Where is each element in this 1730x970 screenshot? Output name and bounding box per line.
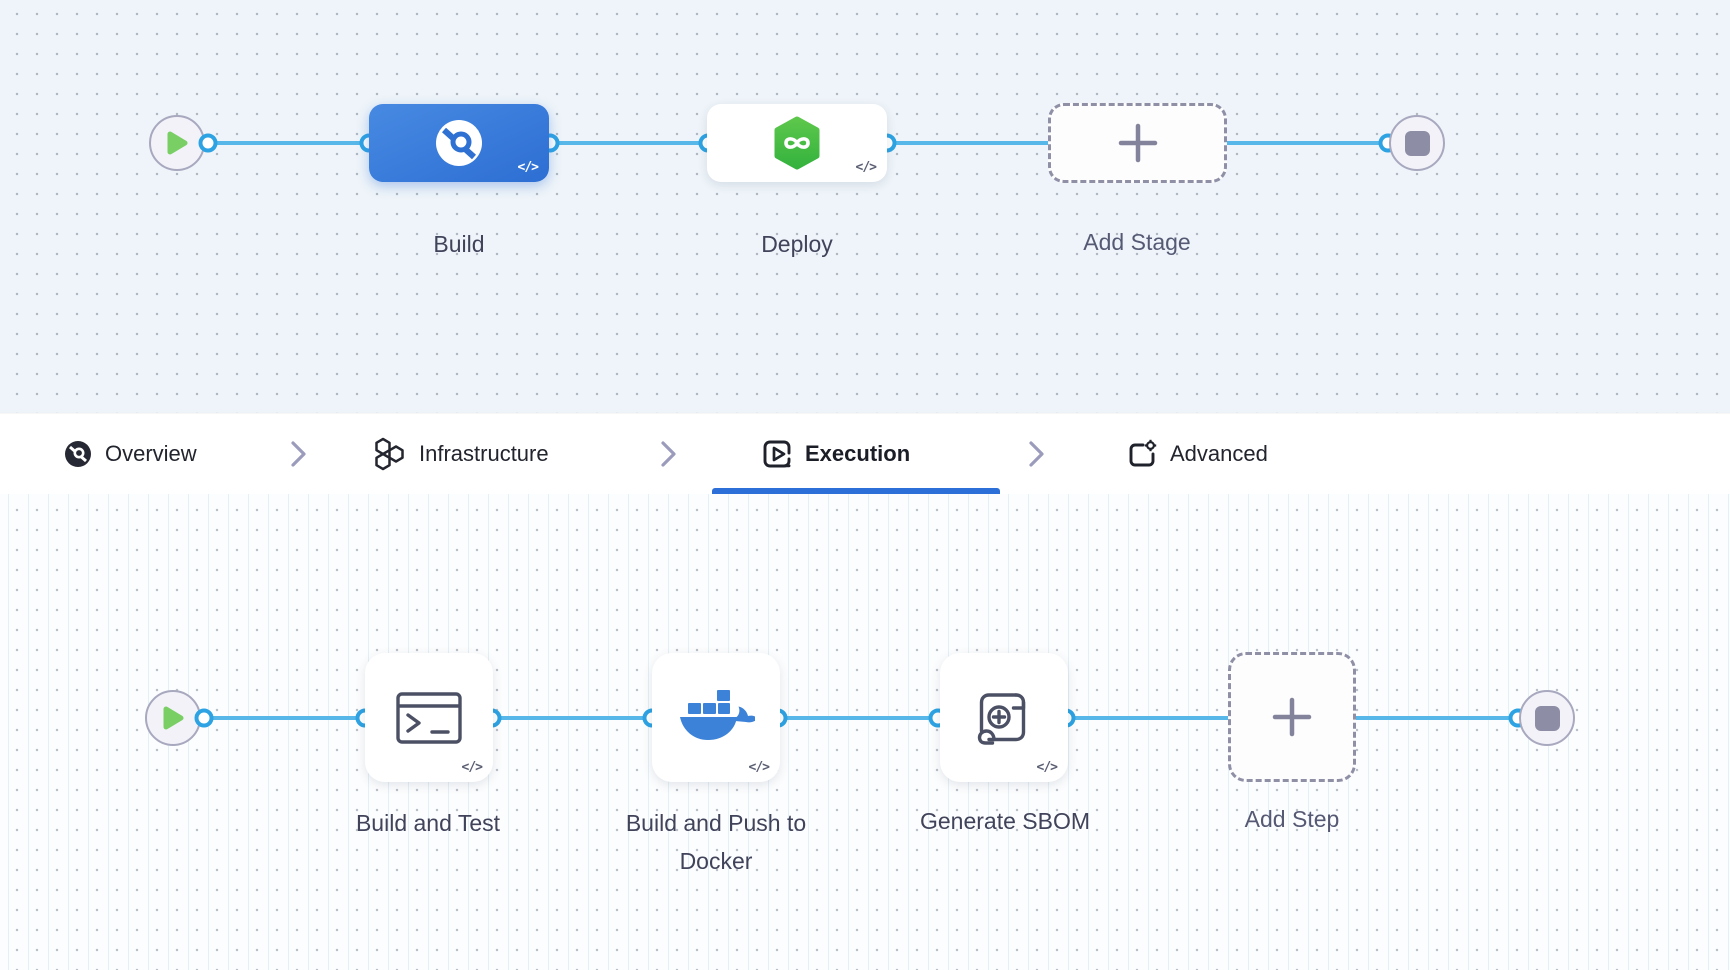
docker-whale-icon	[680, 689, 755, 740]
tab-label: Advanced	[1170, 441, 1268, 466]
pipeline-end-node[interactable]	[1389, 115, 1445, 171]
pipeline-start-node[interactable]	[149, 115, 205, 171]
stage-node-deploy[interactable]: </>	[707, 104, 887, 182]
code-toggle-icon[interactable]: </>	[855, 160, 878, 175]
stage-label: Build	[433, 231, 485, 257]
step-node-generate-sbom[interactable]: </>	[940, 653, 1068, 782]
stage-node-build[interactable]: </>	[369, 104, 549, 182]
harness-cd-hexagon-icon	[774, 116, 820, 170]
infrastructure-hexagons-icon	[375, 437, 404, 471]
tab-infrastructure[interactable]: Infrastructure	[373, 414, 549, 494]
stage-label: Deploy	[761, 231, 833, 257]
advanced-gear-icon	[1129, 439, 1157, 467]
chevron-right-icon	[660, 414, 678, 494]
add-step-button[interactable]	[1228, 652, 1356, 782]
step-node-build-and-push-docker[interactable]: </>	[652, 653, 780, 782]
step-label: Generate SBOM	[919, 808, 1091, 834]
terminal-icon	[396, 691, 462, 744]
tab-execution[interactable]: Execution	[763, 414, 910, 494]
code-toggle-icon[interactable]: </>	[517, 160, 540, 175]
add-stage-label: Add Stage	[1083, 229, 1191, 255]
play-icon	[167, 131, 188, 155]
tab-label: Execution	[805, 441, 911, 466]
code-toggle-icon[interactable]: </>	[461, 760, 484, 775]
chevron-right-icon	[290, 414, 308, 494]
execution-canvas[interactable]: </> </>	[0, 494, 1730, 970]
tab-label: Infrastructure	[419, 441, 549, 466]
execution-play-icon	[763, 440, 791, 468]
execution-start-node[interactable]	[145, 690, 201, 746]
tab-advanced[interactable]: Advanced	[1126, 414, 1268, 494]
code-toggle-icon[interactable]: </>	[1036, 760, 1059, 775]
connector-dot[interactable]	[198, 133, 218, 153]
tab-label: Overview	[105, 441, 197, 466]
step-label: Build and Test	[355, 810, 501, 836]
stop-icon	[1404, 130, 1430, 156]
step-label: Build and Push to Docker	[625, 810, 807, 874]
plus-icon	[1272, 697, 1312, 737]
overview-icon	[65, 441, 91, 467]
stage-config-tabbar: Overview Infrastructure	[0, 413, 1730, 494]
tab-overview[interactable]: Overview	[63, 414, 197, 494]
code-toggle-icon[interactable]: </>	[748, 760, 771, 775]
execution-end-node[interactable]	[1519, 690, 1575, 746]
harness-ci-icon	[436, 120, 482, 166]
play-icon	[163, 706, 184, 730]
add-step-label: Add Step	[1244, 806, 1340, 832]
sbom-scroll-icon	[977, 692, 1026, 745]
connector-dot[interactable]	[194, 708, 214, 728]
step-node-build-and-test[interactable]: </>	[365, 653, 493, 782]
stage-canvas[interactable]: </> </>	[0, 0, 1730, 413]
add-stage-button[interactable]	[1048, 103, 1227, 183]
plus-icon	[1118, 123, 1157, 163]
active-tab-underline	[712, 488, 1000, 494]
chevron-right-icon	[1028, 414, 1046, 494]
step-edge-line	[204, 716, 1518, 720]
stop-icon	[1534, 705, 1560, 731]
